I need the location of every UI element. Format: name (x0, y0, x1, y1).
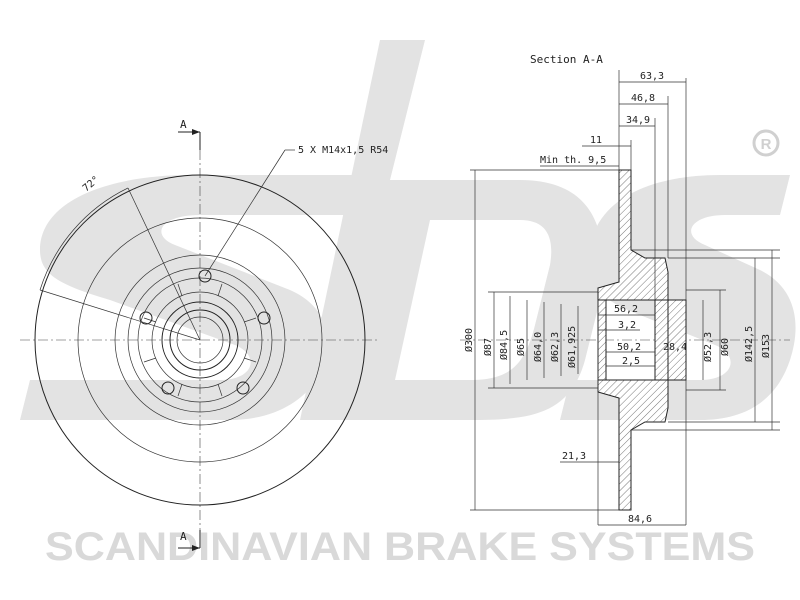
section-marker-bottom: A (180, 530, 187, 543)
dim-84-6: 84,6 (628, 514, 652, 525)
bolt-hole (139, 311, 153, 325)
section-view: Section A-A 63,3 46,8 34,9 11 (460, 53, 790, 526)
diameter-62-3: Ø62,3 (549, 332, 561, 362)
bolt-holes (139, 269, 271, 395)
diameter-84-5: Ø84,5 (498, 330, 510, 360)
registered-mark-icon: R (752, 129, 780, 157)
front-view: 72° 5 X M14x1,5 R54 A A (20, 118, 388, 551)
diameter-142-5: Ø142,5 (743, 326, 755, 362)
registered-mark-text: R (761, 136, 772, 153)
bolt-hole (236, 381, 250, 395)
section-title: Section A-A (530, 53, 603, 66)
min-thickness-label: Min th. 9,5 (540, 155, 606, 166)
brand-tagline: SCANDINAVIAN BRAKE SYSTEMS (45, 525, 755, 569)
diameter-87: Ø87 (482, 338, 494, 356)
diameter-52-3: Ø52,3 (702, 332, 714, 362)
section-marker-top: A (180, 118, 187, 131)
dim-50-2: 50,2 (617, 342, 641, 353)
dim-21-3: 21,3 (562, 451, 586, 462)
dim-46-8: 46,8 (631, 93, 655, 104)
dim-2-5: 2,5 (622, 356, 640, 367)
bolt-callout: 5 X M14x1,5 R54 (298, 145, 388, 156)
bolt-hole (198, 269, 212, 283)
diameter-64-0: Ø64,0 (532, 332, 544, 362)
hat-outer-edge (114, 254, 286, 426)
dim-34-9: 34,9 (626, 115, 650, 126)
diameter-300: Ø300 (463, 328, 475, 352)
bolt-hole (161, 381, 175, 395)
dim-11: 11 (590, 135, 602, 146)
dim-56-2: 56,2 (614, 304, 638, 315)
dim-3-2: 3,2 (618, 320, 636, 331)
diameter-65: Ø65 (515, 338, 527, 356)
disc-friction-inner-edge (77, 217, 323, 463)
dim-63-3: 63,3 (640, 71, 664, 82)
diameter-153: Ø153 (760, 334, 772, 358)
bolt-hole (257, 311, 271, 325)
diameter-60: Ø60 (719, 338, 731, 356)
disc-section-profile (597, 169, 687, 511)
hub-flange (137, 277, 263, 403)
dim-28-4: 28,4 (663, 342, 687, 353)
diameter-61-925: Ø61,925 (566, 326, 578, 368)
disc-outer-edge (34, 174, 366, 506)
